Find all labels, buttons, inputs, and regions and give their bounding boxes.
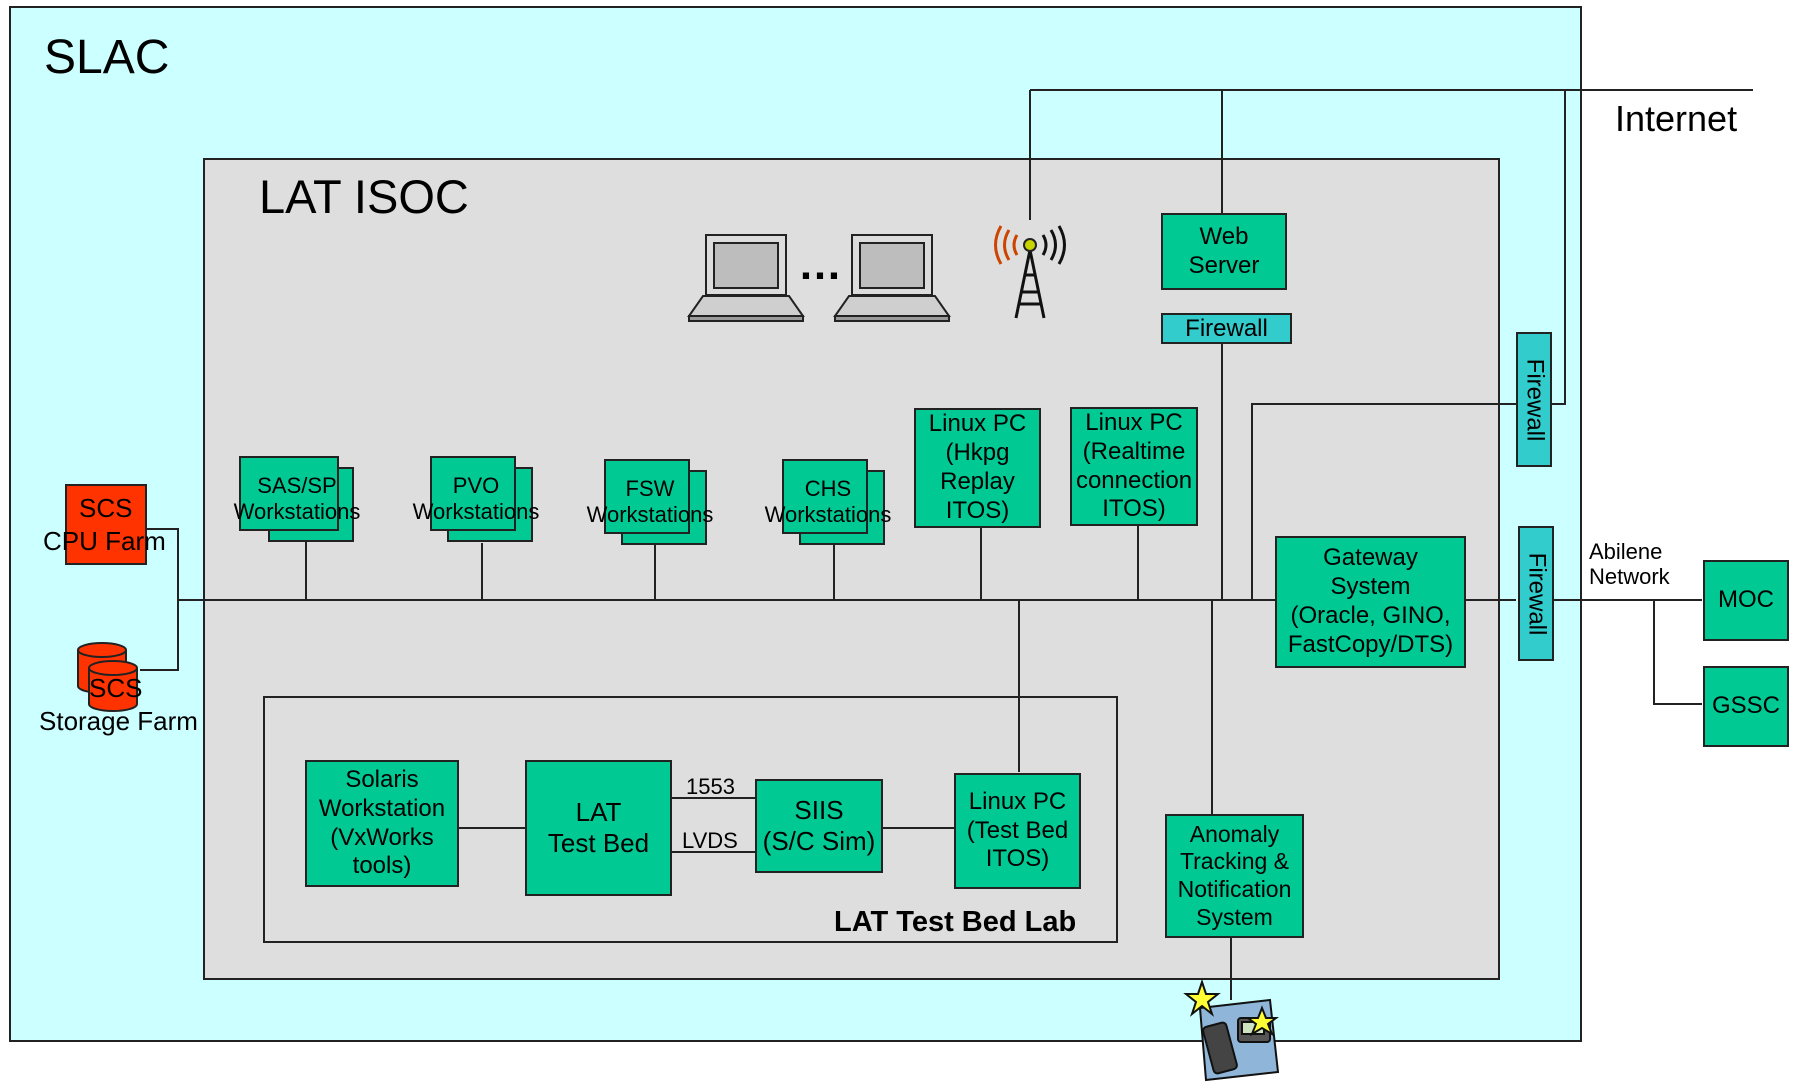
laptop-icon (687, 234, 805, 322)
ellipsis: … (798, 240, 842, 289)
linux-pc-realtime: Linux PC (Realtime connection ITOS) (1070, 407, 1198, 526)
scs-cpu-label-b: CPU Farm (43, 526, 166, 556)
lat-test-bed-lab-region (263, 696, 1118, 943)
scs-cpu-farm (65, 484, 147, 565)
scs-cpu-label-a: SCS (79, 493, 133, 523)
scs-storage-label-b: Storage Farm (39, 706, 198, 736)
lat-test-bed-lab-title: LAT Test Bed Lab (834, 906, 1077, 938)
slac-title: SLAC (44, 31, 170, 84)
link-1553-label: 1553 (686, 774, 735, 799)
scs-storage-label-a: SCS (89, 673, 143, 703)
pvo-workstations: PVO Workstations (413, 456, 539, 542)
moc-node: MOC (1703, 560, 1789, 641)
disk-cylinder-icon (77, 642, 138, 712)
linux-pc-hkpg-replay: Linux PC (Hkpg Replay ITOS) (914, 408, 1041, 528)
solaris-workstation: Solaris Workstation (VxWorks tools) (305, 760, 459, 887)
siis-sc-sim: SIIS (S/C Sim) (755, 779, 883, 873)
gateway-system: Gateway System (Oracle, GINO, FastCopy/D… (1275, 536, 1466, 668)
firewall-abilene: Firewall (1518, 526, 1554, 661)
web-server: Web Server (1161, 213, 1287, 290)
anomaly-tracking-system: Anomaly Tracking & Notification System (1165, 814, 1304, 938)
laptop-icon (833, 234, 951, 322)
link-lvds-label: LVDS (682, 828, 738, 853)
radio-tower-icon (994, 225, 1066, 319)
fsw-workstations: FSW Workstations (587, 459, 713, 545)
chs-workstations: CHS Workstations (765, 459, 891, 545)
gssc-node: GSSC (1703, 666, 1789, 747)
sas-sp-workstations: SAS/SP Workstations (234, 456, 360, 542)
abilene-network-label: Abilene Network (1589, 539, 1670, 590)
linux-pc-test-bed: Linux PC (Test Bed ITOS) (954, 773, 1081, 889)
lat-test-bed: LAT Test Bed (525, 760, 672, 896)
lat-isoc-title: LAT ISOC (259, 170, 469, 223)
web-firewall: Firewall (1161, 313, 1292, 344)
firewall-internet: Firewall (1516, 332, 1552, 467)
internet-label: Internet (1615, 98, 1738, 139)
pager-phone-icon (1183, 978, 1280, 1082)
